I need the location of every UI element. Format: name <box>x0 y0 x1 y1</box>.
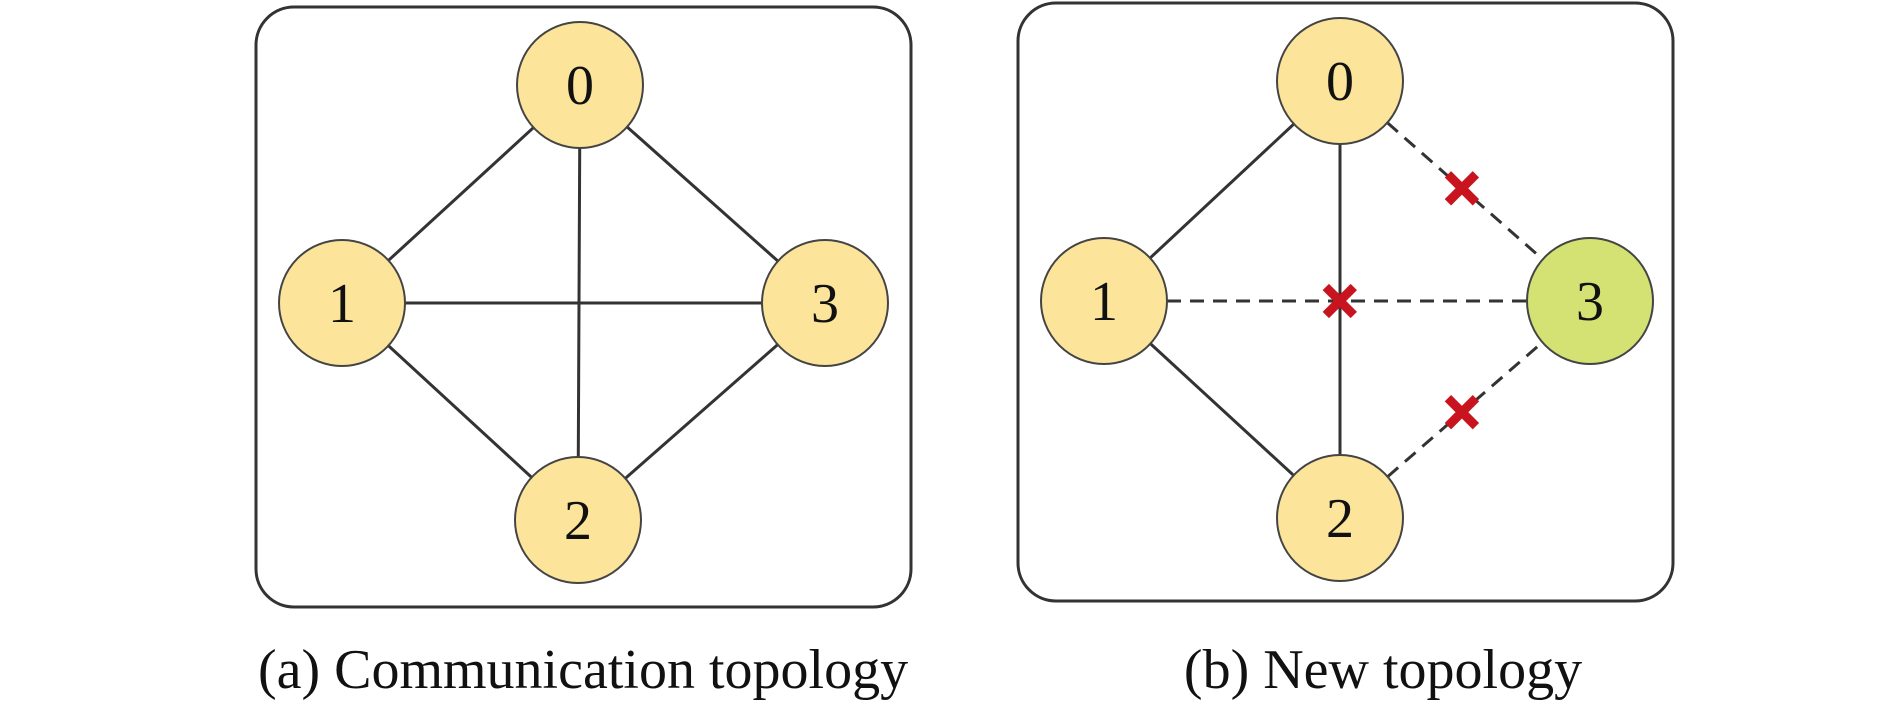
panel-b-node-circle-2 <box>1276 454 1404 582</box>
panel-b-node-label-0: 0 <box>1326 51 1354 113</box>
panel-a-edge-1-2 <box>387 344 533 479</box>
panel-b-node-circle-1 <box>1040 237 1168 365</box>
panel-b-node-circle-3 <box>1526 237 1654 365</box>
panel-new-topology: 0 1 2 3 (b) New topology <box>1016 1 1675 701</box>
panel-b-node-3: 3 <box>1526 237 1654 365</box>
panel-a-edge-2-3 <box>624 343 779 480</box>
panel-b-cut-icon-0-3 <box>1444 171 1480 206</box>
panel-b-border <box>1016 1 1675 603</box>
panel-a-node-0: 0 <box>516 21 644 149</box>
panel-b-node-1: 1 <box>1040 237 1168 365</box>
panel-a-node-label-1: 1 <box>328 273 356 335</box>
panel-a-node-label-3: 3 <box>811 273 839 335</box>
panel-a-node-circle-3 <box>761 239 889 367</box>
panel-b-nodes: 0 1 2 3 <box>1040 17 1654 582</box>
panel-a-node-label-0: 0 <box>566 55 594 117</box>
panel-communication-topology: 0 1 2 3 (a) Communication topology <box>254 5 913 701</box>
panel-b-node-label-1: 1 <box>1090 271 1118 333</box>
panel-a-node-label-2: 2 <box>564 490 592 552</box>
panel-b-edge-0-1 <box>1149 122 1295 260</box>
panel-b-node-label-2: 2 <box>1326 488 1354 550</box>
panel-a-caption: (a) Communication topology <box>258 639 908 701</box>
panel-b-marks <box>1322 171 1480 430</box>
panel-b-caption: (b) New topology <box>1184 639 1582 701</box>
panel-b-node-2: 2 <box>1276 454 1404 582</box>
panel-a-node-1: 1 <box>278 239 406 367</box>
panel-b-edge-1-2 <box>1149 342 1295 477</box>
panel-b-node-0: 0 <box>1276 17 1404 145</box>
panel-a-nodes: 0 1 2 3 <box>278 21 889 584</box>
panel-a-border <box>254 5 913 609</box>
panel-b-cut-icon-2-3 <box>1444 395 1480 430</box>
panel-b-node-circle-0 <box>1276 17 1404 145</box>
panel-a-node-3: 3 <box>761 239 889 367</box>
panel-a-node-circle-1 <box>278 239 406 367</box>
panel-b-cut-icon-1-3 <box>1322 283 1357 319</box>
panel-a-node-circle-2 <box>514 456 642 584</box>
panel-b-node-label-3: 3 <box>1576 271 1604 333</box>
panel-a-edges <box>387 125 779 480</box>
panel-a-edge-0-3 <box>626 125 779 263</box>
panel-a-edge-0-1 <box>387 126 535 262</box>
panel-a-node-circle-0 <box>516 21 644 149</box>
panel-a-node-2: 2 <box>514 456 642 584</box>
